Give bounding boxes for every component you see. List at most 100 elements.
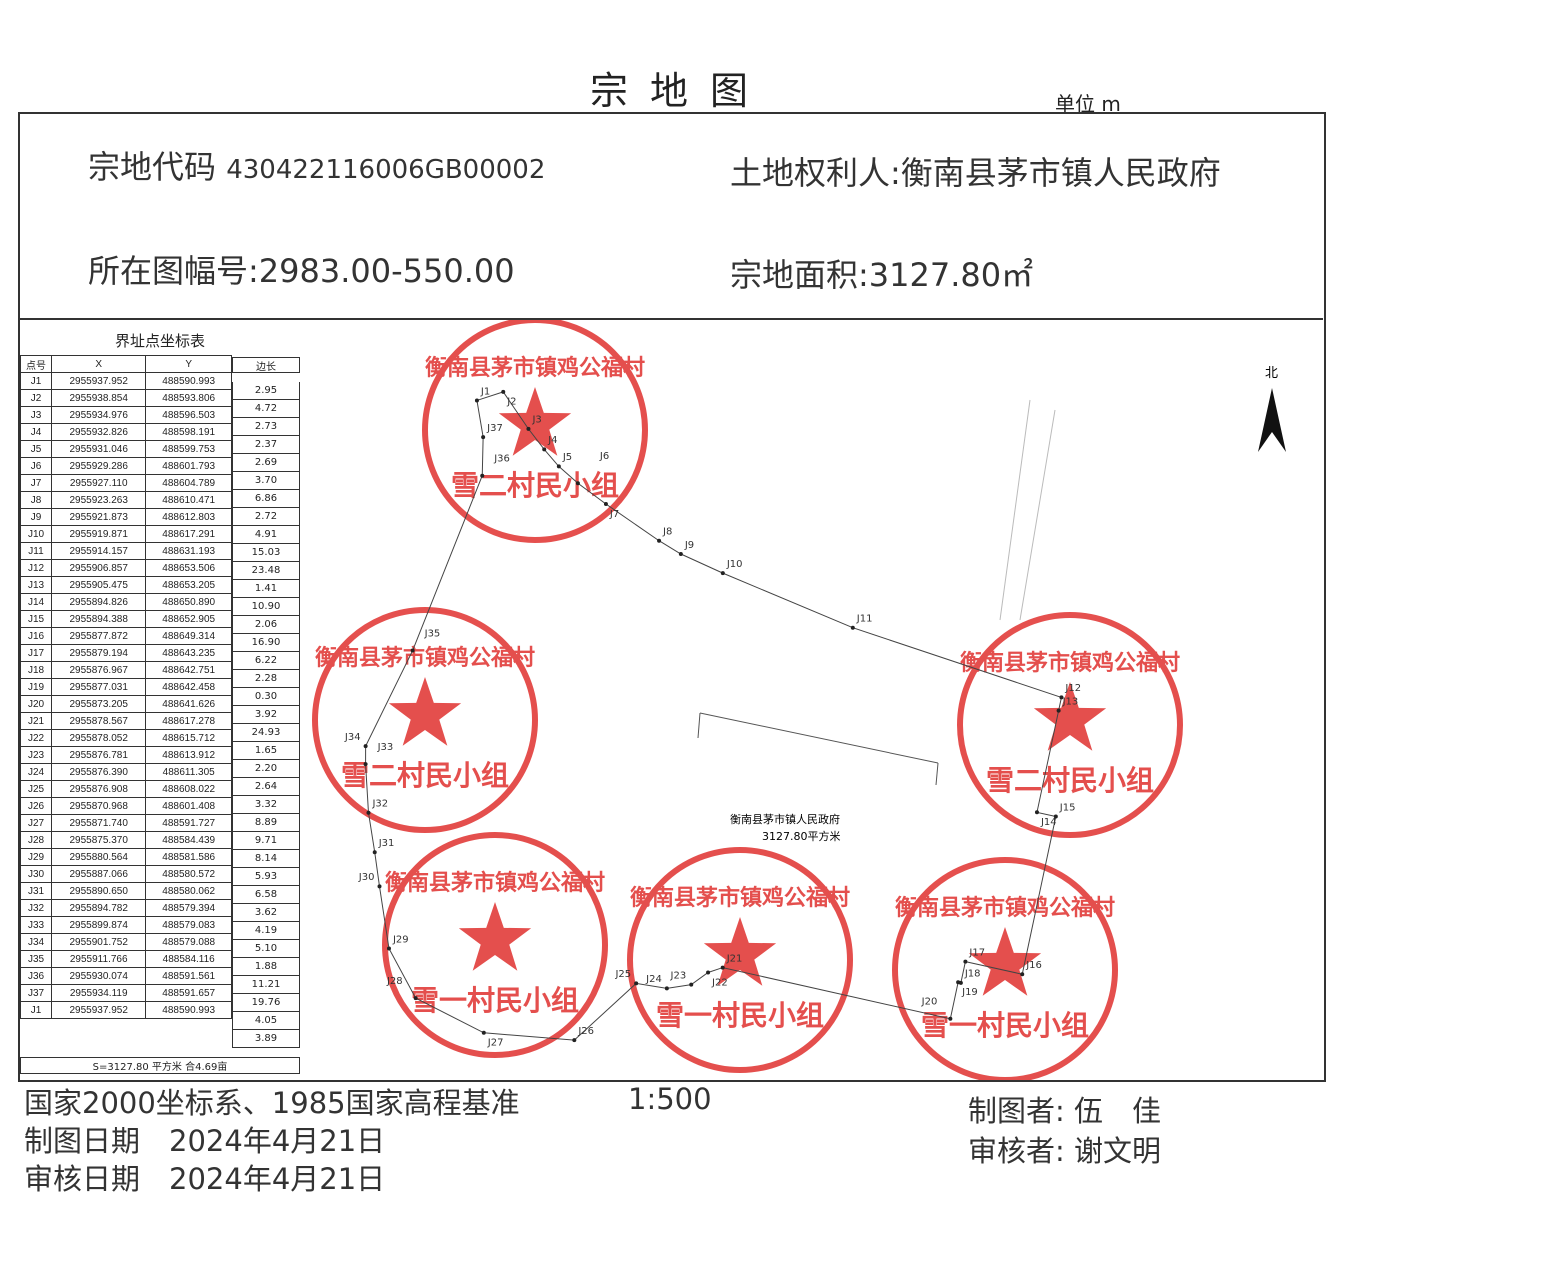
boundary-point: [474, 398, 479, 403]
map-frame: [18, 112, 1326, 1082]
point-label: J12: [1064, 683, 1081, 694]
cell-point: J24: [20, 763, 52, 781]
boundary-point: [664, 986, 669, 991]
edge-length: 1.65: [232, 742, 300, 760]
boundary-point: [481, 435, 486, 440]
point-label: J25: [614, 969, 631, 980]
boundary-point: [366, 810, 371, 815]
cell-point: J5: [20, 440, 52, 458]
seal-bottom-text: 雪一村民小组: [921, 1009, 1089, 1042]
boundary-point: [1020, 972, 1025, 977]
cell-x: 2955876.781: [50, 746, 147, 764]
cell-x: 2955934.119: [50, 984, 147, 1002]
boundary-point: [572, 1038, 577, 1043]
point-label: J16: [1025, 960, 1042, 971]
area-label: 宗地面积:: [730, 256, 869, 294]
cell-point: J20: [20, 695, 52, 713]
cell-x: 2955929.286: [50, 457, 147, 475]
header-divider: [18, 318, 1323, 320]
edge-length: 2.28: [232, 670, 300, 688]
cell-x: 2955887.066: [50, 865, 147, 883]
cell-point: J18: [20, 661, 52, 679]
building-outline: [935, 762, 939, 786]
cell-point: J27: [20, 814, 52, 832]
point-label: J31: [378, 838, 395, 849]
cell-y: 488591.657: [145, 984, 232, 1002]
edge-length: 3.62: [232, 904, 300, 922]
cell-point: J4: [20, 423, 52, 441]
point-label: J24: [645, 974, 662, 985]
point-label: J15: [1059, 802, 1076, 813]
cell-x: 2955877.872: [50, 627, 147, 645]
star-icon: [388, 677, 462, 746]
boundary-point: [678, 552, 683, 557]
boundary-point: [956, 980, 961, 985]
cell-x: 2955914.157: [50, 542, 147, 560]
point-label: J6: [599, 451, 609, 462]
table-title: 界址点坐标表: [114, 332, 205, 350]
point-label: J4: [547, 435, 557, 446]
cell-x: 2955938.854: [50, 389, 147, 407]
edge-length: 2.06: [232, 616, 300, 634]
cell-x: 2955927.110: [50, 474, 147, 492]
seal-top-text: 衡南县茅市镇鸡公福村: [315, 645, 535, 671]
drafter: 制图者: 伍 佳: [968, 1094, 1161, 1128]
boundary-point: [603, 501, 608, 506]
draw-date: 制图日期 2024年4月21日: [24, 1118, 385, 1160]
cell-x: 2955934.976: [50, 406, 147, 424]
cell-y: 488581.586: [145, 848, 232, 866]
boundary-point: [1056, 708, 1061, 713]
cell-x: 2955877.031: [50, 678, 147, 696]
star-icon: [498, 387, 572, 456]
boundary-point: [706, 970, 711, 975]
cell-y: 488653.205: [145, 576, 232, 594]
check-date: 审核日期 2024年4月21日: [24, 1156, 385, 1198]
boundary-point: [526, 426, 531, 431]
point-label: J18: [964, 969, 981, 980]
cell-y: 488617.278: [145, 712, 232, 730]
edge-length: 2.69: [232, 454, 300, 472]
cell-y: 488591.727: [145, 814, 232, 832]
cell-y: 488579.394: [145, 899, 232, 917]
boundary-point: [634, 981, 639, 986]
edge-length: 1.41: [232, 580, 300, 598]
point-label: J17: [968, 947, 985, 958]
edge-length: 6.86: [232, 490, 300, 508]
cell-point: J16: [20, 627, 52, 645]
cell-y: 488617.291: [145, 525, 232, 543]
edge-length: 3.32: [232, 796, 300, 814]
cell-x: 2955876.908: [50, 780, 147, 798]
official-seal: 衡南县茅市镇鸡公福村 雪一村民小组: [382, 832, 608, 1058]
boundary-point: [386, 946, 391, 951]
edge-length: 1.88: [232, 958, 300, 976]
cell-y: 488612.803: [145, 508, 232, 526]
seal-top-text: 衡南县茅市镇鸡公福村: [385, 870, 605, 896]
seal-bottom-text: 雪二村民小组: [451, 469, 619, 502]
point-label: J33: [377, 742, 394, 753]
edge-length: 2.20: [232, 760, 300, 778]
star-icon: [703, 917, 777, 986]
seal-bottom-text: 雪二村民小组: [986, 764, 1154, 797]
parcel-boundary: [365, 391, 1063, 1041]
edge-length: 4.91: [232, 526, 300, 544]
official-seal: 衡南县茅市镇鸡公福村 雪一村民小组: [627, 847, 853, 1073]
official-seal: 衡南县茅市镇鸡公福村 雪二村民小组: [422, 320, 648, 543]
cell-y: 488590.993: [145, 1001, 232, 1019]
cell-y: 488649.314: [145, 627, 232, 645]
cell-y: 488580.572: [145, 865, 232, 883]
cell-y: 488631.193: [145, 542, 232, 560]
check-date-label: 审核日期: [24, 1162, 141, 1196]
cell-y: 488604.789: [145, 474, 232, 492]
